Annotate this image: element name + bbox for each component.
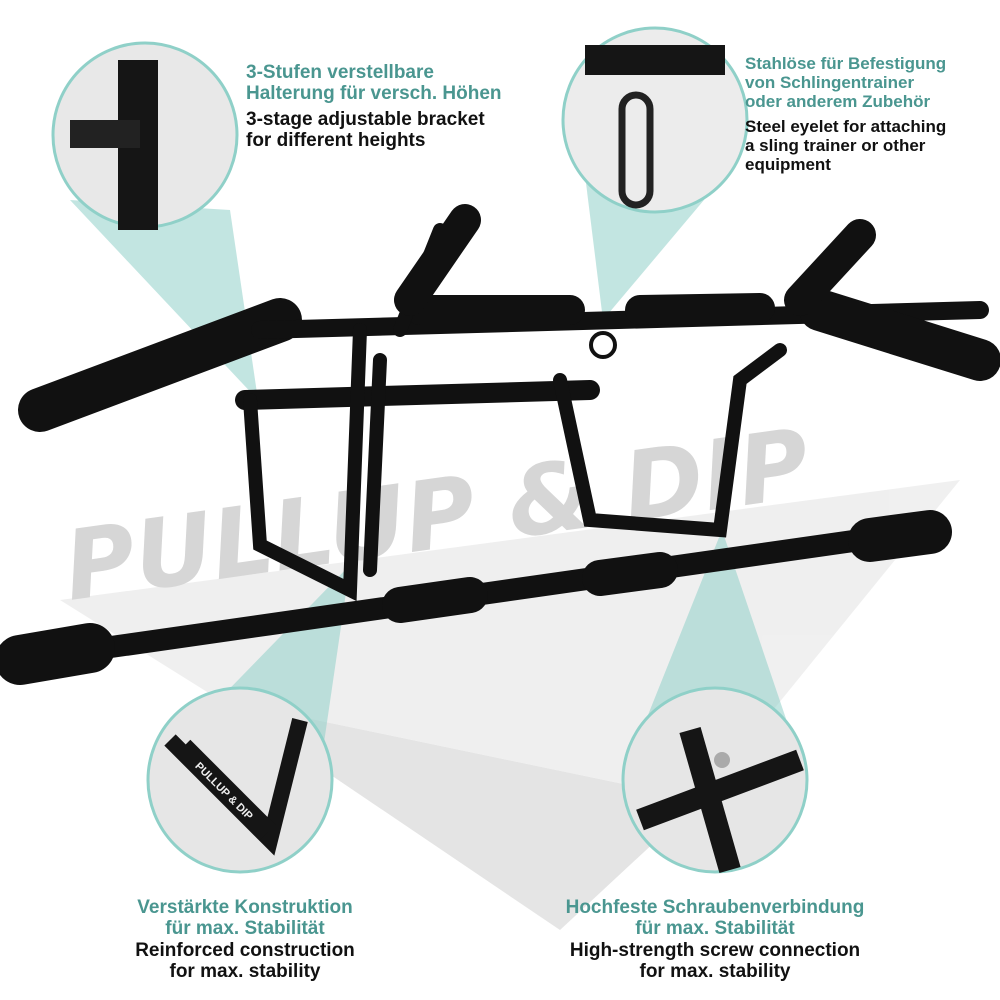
- feature-screw-de-2: für max. Stabilität: [635, 918, 795, 940]
- feature-eyelet-de-3: oder anderem Zubehör: [745, 92, 931, 112]
- feature-screw-en-1: High-strength screw connection: [569, 939, 861, 961]
- feature-eyelet: Stahlöse für Befestigung von Schlingentr…: [745, 54, 946, 174]
- feature-eyelet-en-1: Steel eyelet for attaching: [745, 117, 947, 137]
- feature-bracket-de-1: 3-Stufen verstellbare: [246, 62, 434, 83]
- feature-construction-en-2: for max. stability: [169, 960, 321, 982]
- feature-screw-de-1: Hochfeste Schraubenverbindung: [565, 897, 865, 918]
- feature-construction-en-1: Reinforced construction: [135, 939, 355, 961]
- feature-bracket-en-1: 3-stage adjustable bracket: [246, 108, 485, 130]
- cone-eyelet: [585, 175, 725, 320]
- feature-eyelet-de-1: Stahlöse für Befestigung: [745, 54, 947, 73]
- pullup-bar-frame: [0, 204, 1000, 685]
- detail-circle-construction: [146, 686, 334, 874]
- feature-bracket: 3-Stufen verstellbare Halterung für vers…: [246, 62, 502, 151]
- feature-eyelet-de-2: von Schlingentrainer: [745, 73, 915, 93]
- detail-circles: PULLUP & DIP: [51, 26, 809, 874]
- feature-eyelet-en-2: a sling trainer or other: [745, 136, 926, 156]
- feature-bracket-de-2: Halterung für versch. Höhen: [246, 83, 502, 105]
- feature-construction-de-1: Verstärkte Konstruktion: [137, 897, 353, 918]
- feature-bracket-en-2: for different heights: [246, 129, 426, 151]
- feature-screw-en-2: for max. stability: [639, 960, 791, 982]
- feature-construction-de-2: für max. Stabilität: [165, 918, 325, 940]
- feature-screw: Hochfeste Schraubenverbindung für max. S…: [520, 897, 910, 982]
- feature-construction: Verstärkte Konstruktion für max. Stabili…: [90, 897, 400, 982]
- feature-eyelet-en-3: equipment: [745, 155, 831, 175]
